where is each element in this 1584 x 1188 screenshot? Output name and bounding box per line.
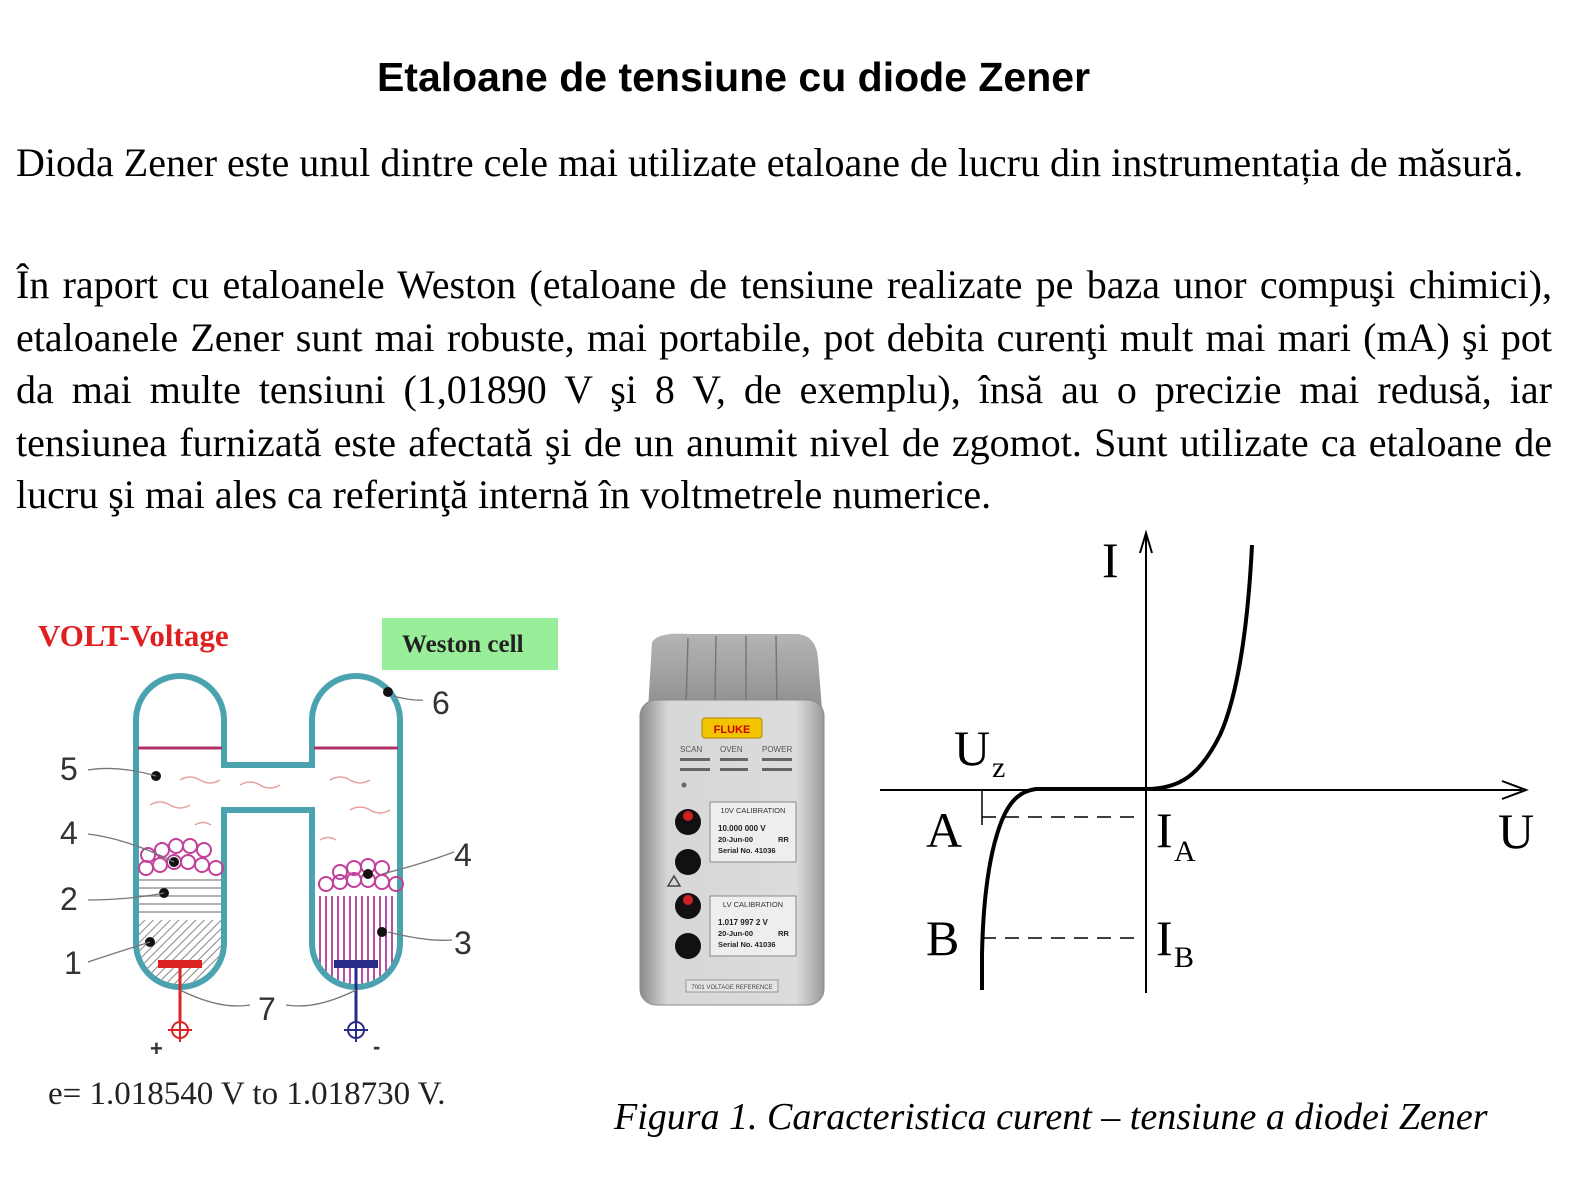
label-scan: SCAN — [680, 745, 702, 754]
label-1: 1 — [64, 945, 82, 981]
device-top — [648, 633, 822, 710]
i-axis-arrow — [1139, 529, 1153, 554]
label-uz-sub: z — [992, 751, 1005, 784]
anode-electrode — [158, 960, 202, 968]
brand-name: FLUKE — [714, 724, 751, 736]
label-2: 2 — [60, 881, 78, 917]
label-4-right: 4 — [454, 837, 472, 873]
anode-terminal — [168, 1018, 192, 1042]
label-4-left: 4 — [60, 815, 78, 851]
cal1-by: RR — [778, 835, 789, 844]
left-salt-layer — [139, 879, 221, 913]
label-5: 5 — [60, 751, 78, 787]
label-ia-sub: A — [1174, 835, 1196, 868]
label-oven: OVEN — [720, 745, 743, 754]
label-uz: U — [954, 720, 990, 776]
label-b: B — [926, 910, 959, 966]
left-paste-beads — [138, 838, 224, 876]
glass-tube — [133, 673, 403, 990]
cathode-terminal — [344, 1018, 368, 1042]
label-6: 6 — [432, 685, 450, 721]
part-numbers: 5 4 2 1 6 4 3 7 — [60, 685, 472, 1027]
marker-dots — [145, 687, 393, 947]
brand-badge — [701, 717, 763, 739]
solution-waves — [149, 776, 391, 841]
intro-paragraph: Dioda Zener este unul dintre cele mai ut… — [16, 140, 1524, 185]
label-power: POWER — [762, 745, 792, 754]
comparison-paragraph: În raport cu etaloanele Weston (etaloane… — [16, 262, 1552, 517]
emf-range: e= 1.018540 V to 1.018730 V. — [48, 1076, 446, 1112]
label-3: 3 — [454, 925, 472, 961]
device-ribs — [685, 635, 778, 709]
cal-label-lv — [709, 895, 797, 957]
label-ia: I — [1156, 802, 1173, 858]
leader-lines — [87, 695, 455, 1007]
cal2-title: LV CALIBRATION — [723, 900, 783, 909]
axis-label-u: U — [1498, 803, 1534, 859]
cal1-date: 20-Jun-00 — [718, 835, 753, 844]
cal-label-10v — [709, 801, 797, 863]
minus-sign: - — [373, 1034, 380, 1059]
iv-curve — [980, 544, 1254, 990]
zener-characteristic: I U U z A B I A I B — [880, 529, 1534, 993]
model-plate — [685, 979, 779, 993]
page-title: Etaloane de tensiune cu diode Zener — [376, 54, 1091, 100]
right-paste-beads — [318, 858, 404, 892]
cal1-value: 10.000 000 V — [718, 824, 766, 833]
figure-caption: Figura 1. Caracteristica curent – tensiu… — [614, 1096, 1488, 1138]
label-a: A — [926, 802, 962, 858]
binding-posts — [675, 809, 701, 959]
axis-label-i: I — [1102, 532, 1119, 588]
cal2-serial: Serial No. 41036 — [718, 940, 776, 949]
label-ib-sub: B — [1174, 941, 1194, 974]
model-name: 7001 VOLTAGE REFERENCE — [691, 985, 772, 991]
weston-cell-figure: VOLT-Voltage Weston cell + - — [38, 618, 558, 1112]
cal2-by: RR — [778, 929, 789, 938]
warning-icon — [666, 874, 682, 887]
weston-heading: VOLT-Voltage — [38, 618, 229, 653]
label-ib: I — [1156, 910, 1173, 966]
label-7: 7 — [258, 991, 276, 1027]
cal2-date: 20-Jun-00 — [718, 929, 753, 938]
cal1-title: 10V CALIBRATION — [721, 806, 786, 815]
fluke-device-photo: FLUKE SCAN OVEN POWER 10V CALIBRATION 10… — [639, 633, 825, 1006]
u-axis-arrow — [1501, 780, 1529, 800]
weston-badge: Weston cell — [402, 631, 524, 658]
weston-badge-bg — [382, 618, 558, 670]
cathode-electrode — [334, 960, 378, 968]
status-indicators — [680, 758, 792, 788]
cal1-serial: Serial No. 41036 — [718, 846, 776, 855]
plus-sign: + — [150, 1036, 163, 1061]
cal2-value: 1.017 997 2 V — [718, 918, 768, 927]
